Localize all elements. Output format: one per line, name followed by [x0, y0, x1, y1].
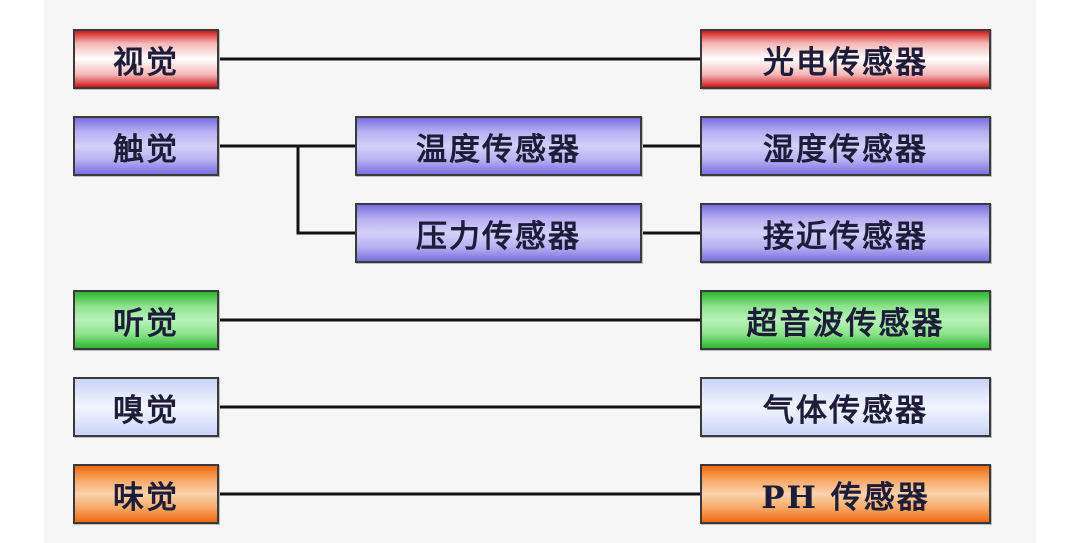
- sense-smell-box: 嗅觉: [73, 377, 219, 437]
- ultrasonic-sensor-box: 超音波传感器: [700, 290, 991, 350]
- connector-touch-pressure: [296, 146, 355, 235]
- ph-sensor-box: PH 传感器: [700, 464, 991, 524]
- sense-hearing-box: 听觉: [73, 290, 219, 350]
- gas-sensor-box: 气体传感器: [700, 377, 991, 437]
- sense-vision-box: 视觉: [73, 29, 219, 89]
- sense-touch-box: 触觉: [73, 116, 219, 176]
- diagram-background: [44, 0, 1036, 543]
- photoelectric-sensor-box: 光电传感器: [700, 29, 991, 89]
- proximity-sensor-box: 接近传感器: [700, 203, 991, 263]
- sense-taste-box: 味觉: [73, 464, 219, 524]
- pressure-sensor-box: 压力传感器: [355, 203, 642, 263]
- humidity-sensor-box: 湿度传感器: [700, 116, 991, 176]
- temperature-sensor-box: 温度传感器: [355, 116, 642, 176]
